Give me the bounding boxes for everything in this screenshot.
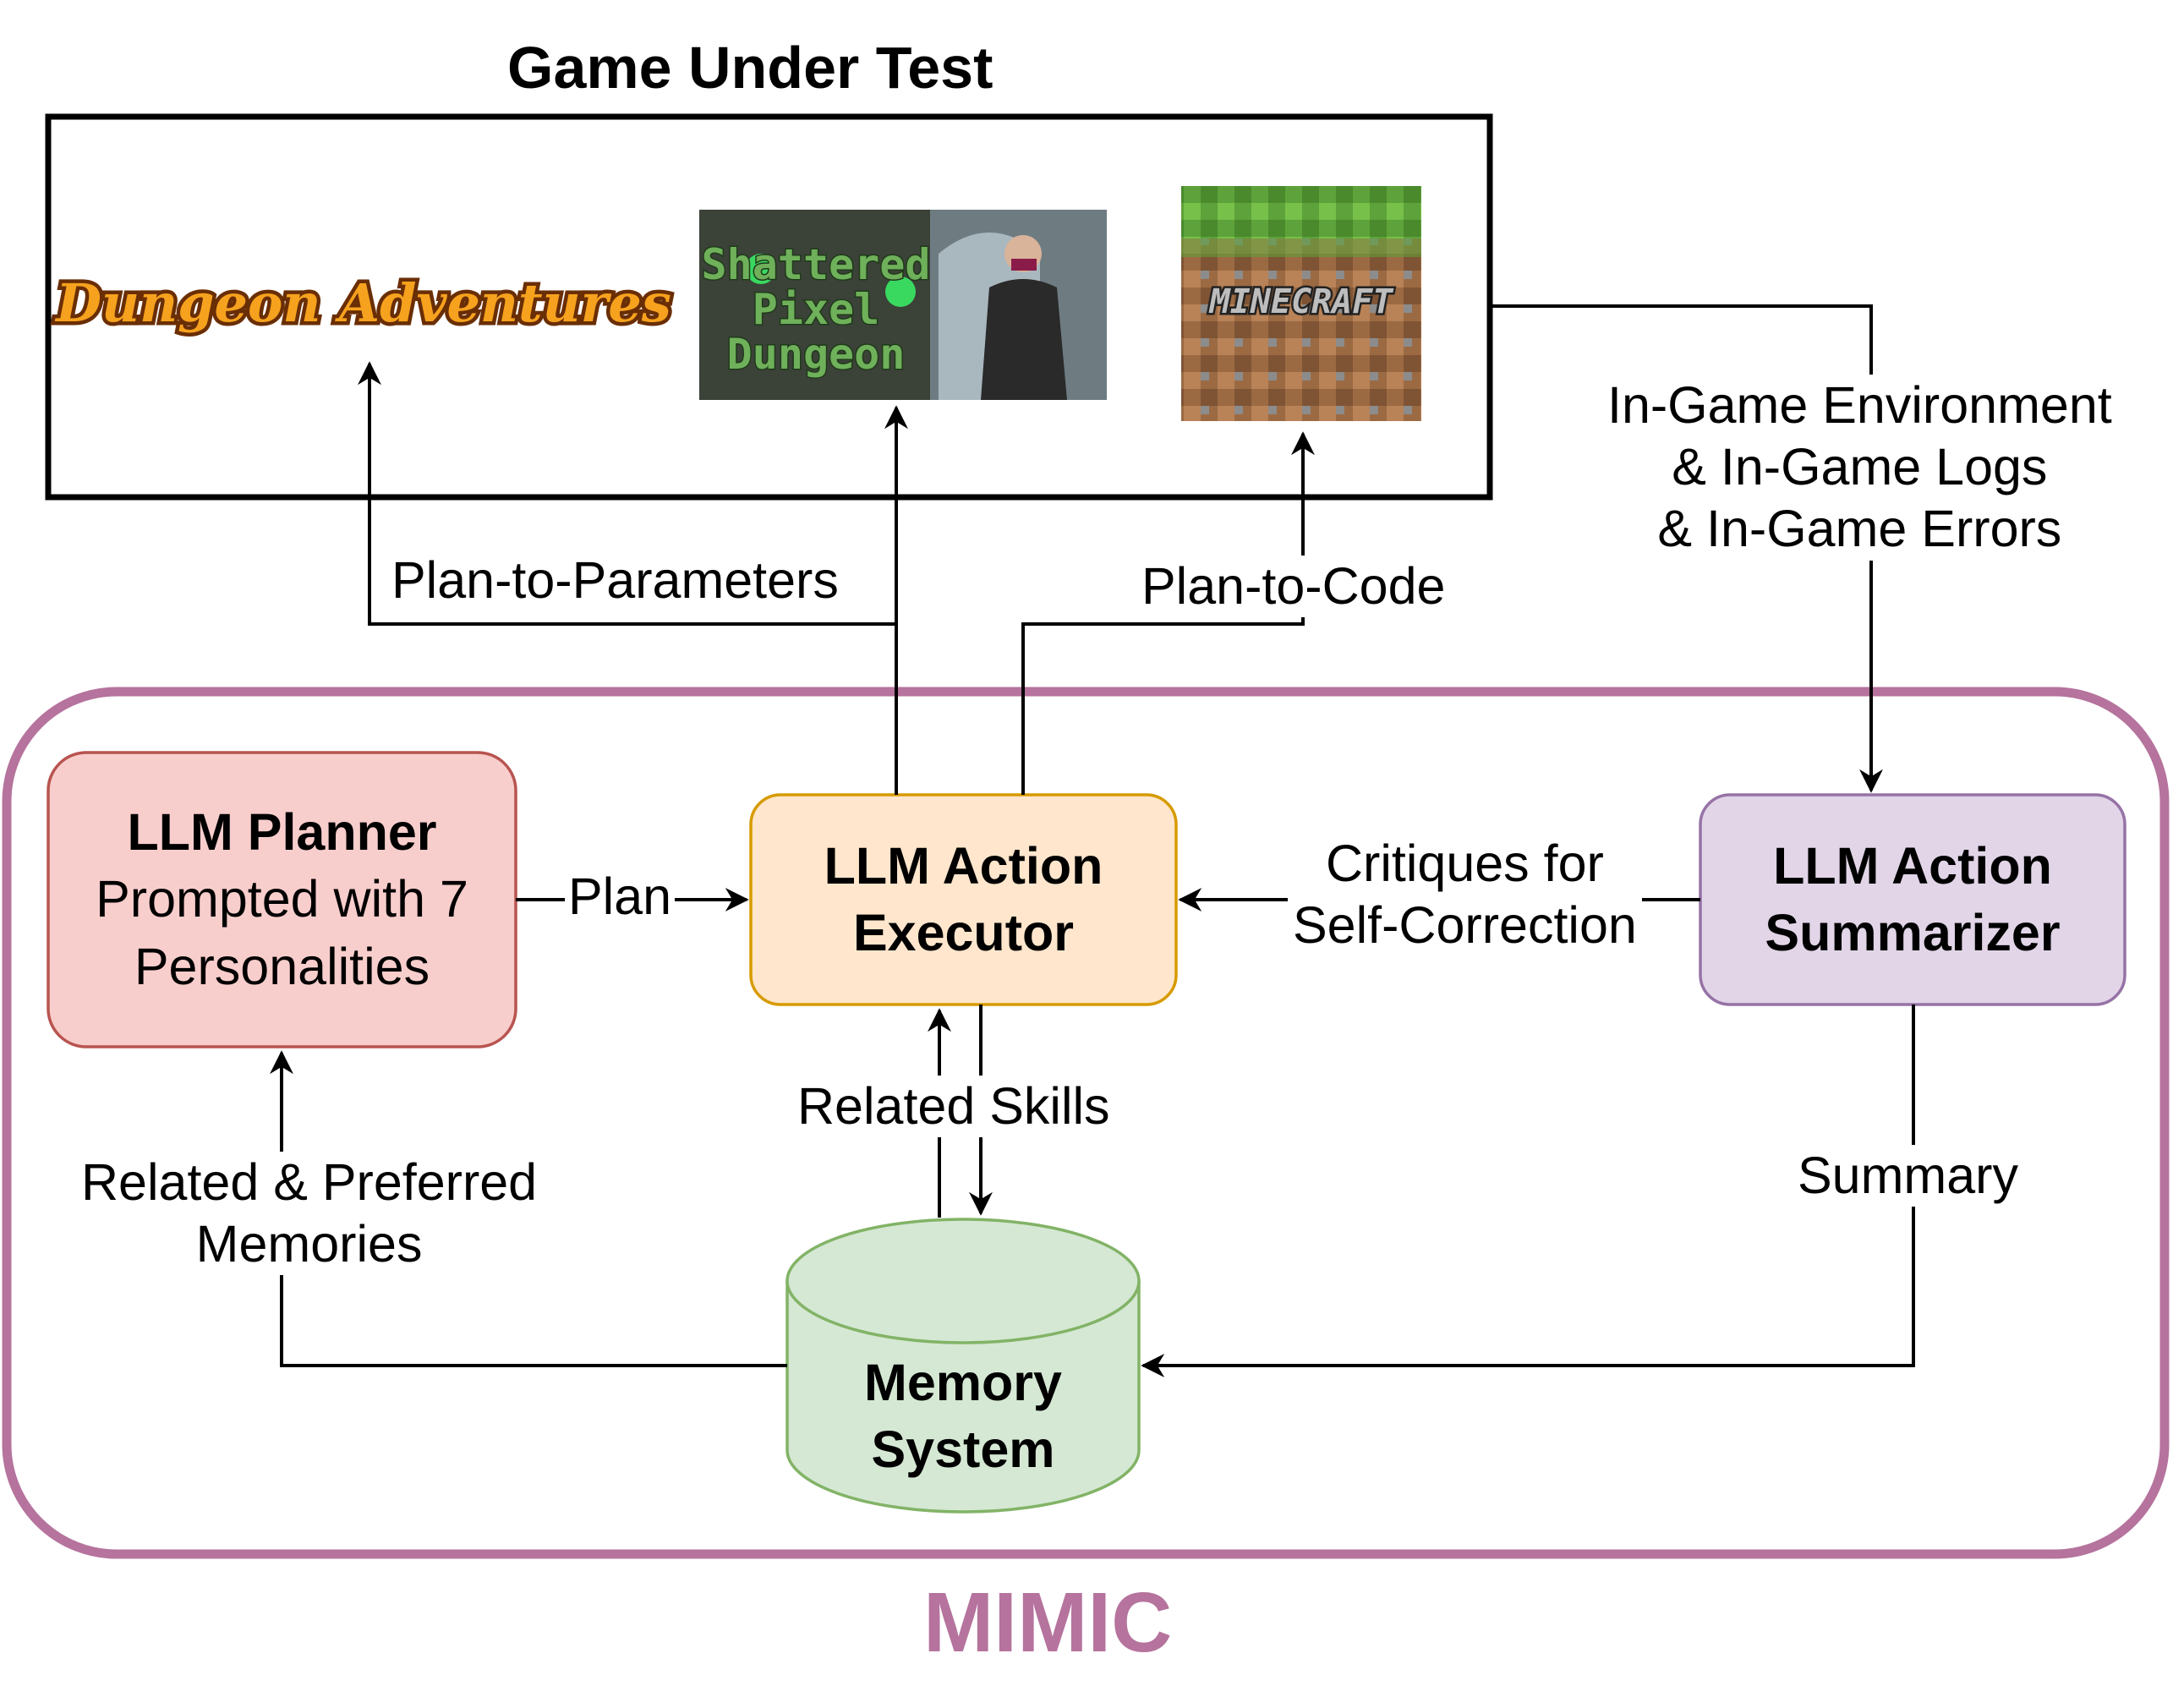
llm-planner-title: LLM Planner	[127, 803, 437, 862]
self-correction-text: Self-Correction	[1293, 896, 1637, 955]
llm-planner-node: LLM Planner Prompted with 7 Personalitie…	[48, 753, 516, 1047]
summarizer-line2: Summarizer	[1765, 904, 2061, 961]
memory-system-node: Memory System	[787, 1336, 1139, 1497]
related-skills-label: Related Skills	[794, 1076, 1114, 1138]
mimic-container	[2, 687, 2170, 1559]
svg-text:Pixel: Pixel	[753, 285, 880, 334]
svg-text:Shattered: Shattered	[702, 240, 931, 289]
plan-to-parameters-label: Plan-to-Parameters	[391, 550, 839, 612]
executor-line2: Executor	[852, 904, 1075, 961]
critiques-text: Critiques for	[1325, 835, 1604, 892]
plan-to-code-edge	[1021, 431, 1315, 795]
in-game-logs-text: & In-Game Logs	[1672, 438, 2048, 496]
game-under-test-title: Game Under Test	[507, 35, 993, 101]
summary-label: Summary	[1794, 1145, 2022, 1207]
shattered-pixel-dungeon-image: Shattered Pixel Dungeon	[699, 210, 1107, 400]
plan-to-code-label: Plan-to-Code	[1135, 556, 1453, 618]
llm-action-executor-node: LLM Action Executor	[751, 795, 1176, 1005]
in-game-feedback-edge	[1490, 304, 1883, 793]
summarizer-line1: LLM Action	[1773, 836, 2052, 895]
plan-label: Plan	[565, 866, 676, 928]
dungeon-adventures-logo: Dungeon Adventures	[51, 269, 675, 338]
in-game-environment-text: In-Game Environment	[1607, 376, 2112, 434]
memory-line2: System	[871, 1421, 1055, 1478]
mimic-title: MIMIC	[923, 1575, 1173, 1670]
related-preferred-text: Related & Preferred	[81, 1153, 538, 1211]
executor-line1: LLM Action	[824, 836, 1103, 895]
memories-label: Related & Preferred Memories	[78, 1152, 541, 1276]
svg-text:MINECRAFT: MINECRAFT	[1208, 282, 1395, 321]
svg-text:Dungeon Adventures: Dungeon Adventures	[54, 272, 671, 334]
memories-text: Memories	[195, 1215, 423, 1273]
llm-planner-line1: Prompted with 7	[96, 870, 468, 928]
minecraft-block-image: MINECRAFT	[1181, 186, 1421, 421]
llm-planner-line2: Personalities	[134, 937, 430, 995]
memory-line1: Memory	[864, 1353, 1062, 1411]
llm-action-summarizer-node: LLM Action Summarizer	[1700, 795, 2125, 1005]
critiques-label: Critiques for Self-Correction	[1288, 833, 1642, 957]
executor-box	[749, 793, 1178, 1006]
in-game-feedback-label: In-Game Environment & In-Game Logs & In-…	[1602, 375, 2117, 561]
memory-cylinder	[785, 1218, 1141, 1514]
svg-text:Dungeon: Dungeon	[727, 330, 906, 379]
summary-edge	[1141, 1005, 1915, 1377]
in-game-errors-text: & In-Game Errors	[1657, 500, 2062, 558]
